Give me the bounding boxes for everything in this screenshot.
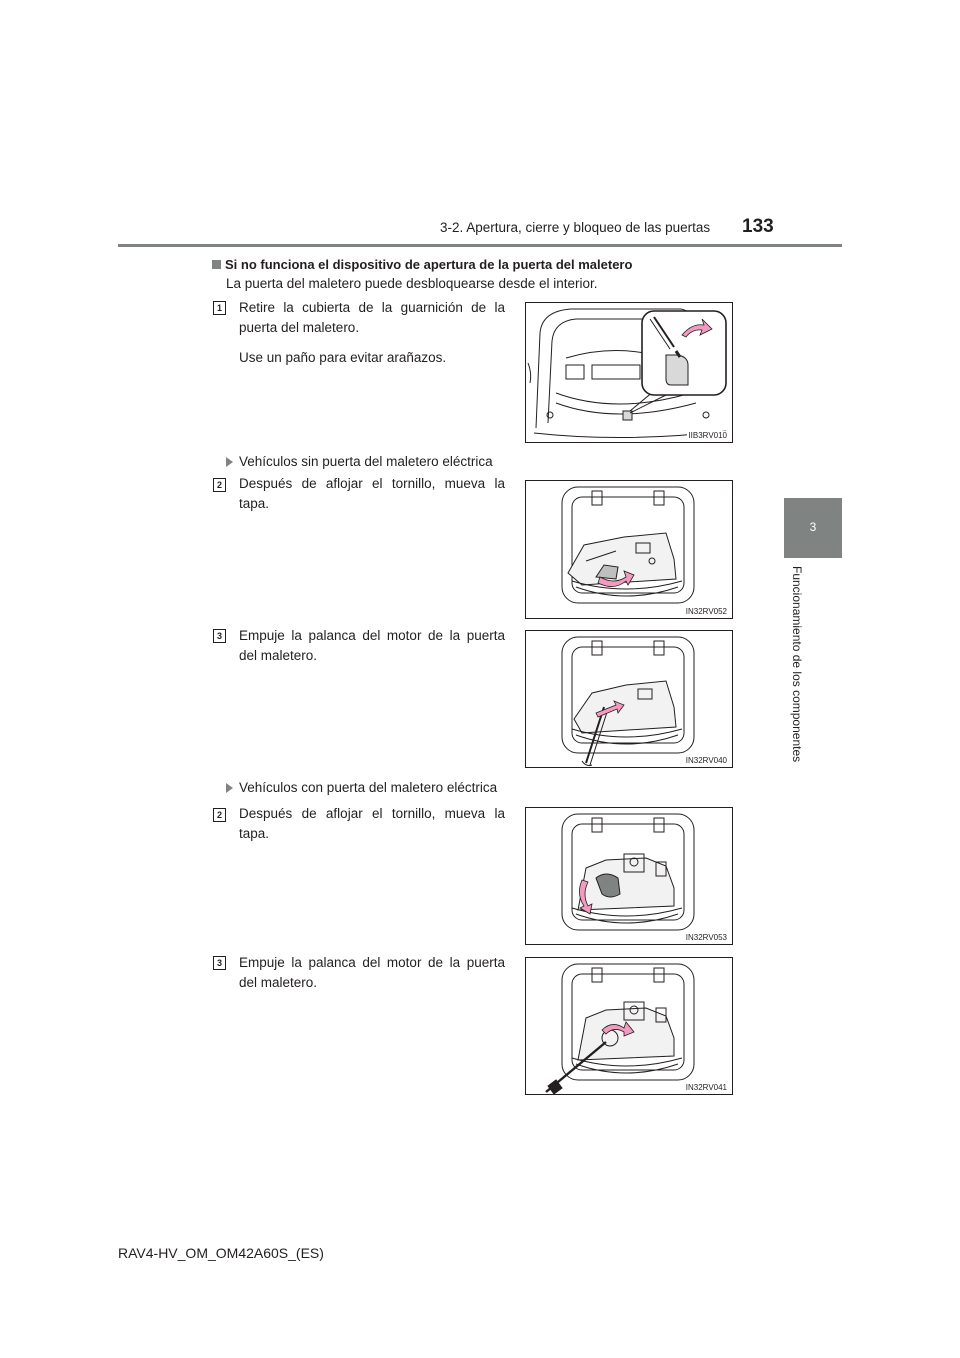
push-lever-power-illustration — [545, 963, 695, 1094]
trim-cover-illustration — [527, 308, 727, 439]
header-rule — [118, 244, 842, 247]
arrow-icon — [681, 318, 713, 338]
arrow-icon — [597, 570, 635, 587]
section-heading: Si no funciona el dispositivo de apertur… — [212, 257, 632, 272]
push-lever-illustration — [561, 636, 695, 766]
step-text: Empuje la palanca del motor de la puerta… — [239, 953, 505, 993]
section-heading-text: Si no funciona el dispositivo de apertur… — [225, 257, 633, 272]
square-bullet-icon — [212, 260, 221, 269]
step-line: Después de aflojar el tornillo, mueva la… — [239, 806, 505, 841]
arrow-icon — [579, 879, 593, 915]
header-title: 3-2. Apertura, cierre y bloqueo de las p… — [440, 220, 711, 235]
loosen-screw-illustration — [561, 486, 695, 604]
figure-code: IN32RV041 — [684, 1083, 728, 1092]
step-text: Después de aflojar el tornillo, mueva la… — [239, 804, 505, 844]
vehicle-condition: Vehículos con puerta del maletero eléctr… — [226, 780, 497, 795]
step-text: Empuje la palanca del motor de la puerta… — [239, 626, 505, 666]
chapter-title: Funcionamiento de los componentes — [790, 566, 804, 763]
arrow-icon — [601, 1021, 635, 1037]
step-badge: 3 — [213, 629, 226, 643]
step-badge: 1 — [213, 301, 226, 315]
vehicle-condition-text: Vehículos sin puerta del maletero eléctr… — [239, 454, 493, 469]
figure-code: IN32RV053 — [684, 933, 728, 942]
figure-push-lever-power: IN32RV041 — [525, 957, 733, 1095]
document-code: RAV4-HV_OM_OM42A60S_(ES) — [118, 1245, 324, 1261]
vehicle-condition: Vehículos sin puerta del maletero eléctr… — [226, 454, 493, 469]
figure-code: IN32RV040 — [684, 756, 728, 765]
chapter-number: 3 — [809, 520, 817, 534]
triangle-bullet-icon — [226, 783, 233, 793]
figure-code: IN32RV052 — [684, 607, 728, 616]
page-number: 133 — [742, 216, 774, 237]
figure-code: IIB3RV010 — [687, 431, 728, 440]
triangle-bullet-icon — [226, 457, 233, 467]
step-text: Retire la cubierta de la guarnición de l… — [239, 298, 505, 368]
step-line: Retire la cubierta de la guarnición de l… — [239, 300, 505, 335]
chapter-tab: 3 — [784, 498, 842, 558]
step-line: Use un paño para evitar arañazos. — [239, 350, 447, 365]
loosen-screw-power-illustration — [561, 813, 695, 931]
vehicle-condition-text: Vehículos con puerta del maletero eléctr… — [239, 780, 498, 795]
step-badge: 2 — [213, 808, 226, 822]
step-badge: 3 — [213, 956, 226, 970]
arrow-icon — [595, 700, 625, 718]
figure-push-lever: IN32RV040 — [525, 630, 733, 768]
figure-loosen-screw-power: IN32RV053 — [525, 807, 733, 945]
section-intro: La puerta del maletero puede desbloquear… — [226, 276, 598, 291]
step-line: Después de aflojar el tornillo, mueva la… — [239, 476, 505, 511]
step-badge: 2 — [213, 478, 226, 492]
step-line: Empuje la palanca del motor de la puerta… — [239, 628, 505, 663]
figure-loosen-screw: IN32RV052 — [525, 480, 733, 619]
figure-trim-cover: IIB3RV010 — [525, 302, 733, 443]
step-line: Empuje la palanca del motor de la puerta… — [239, 955, 505, 990]
step-text: Después de aflojar el tornillo, mueva la… — [239, 474, 505, 514]
